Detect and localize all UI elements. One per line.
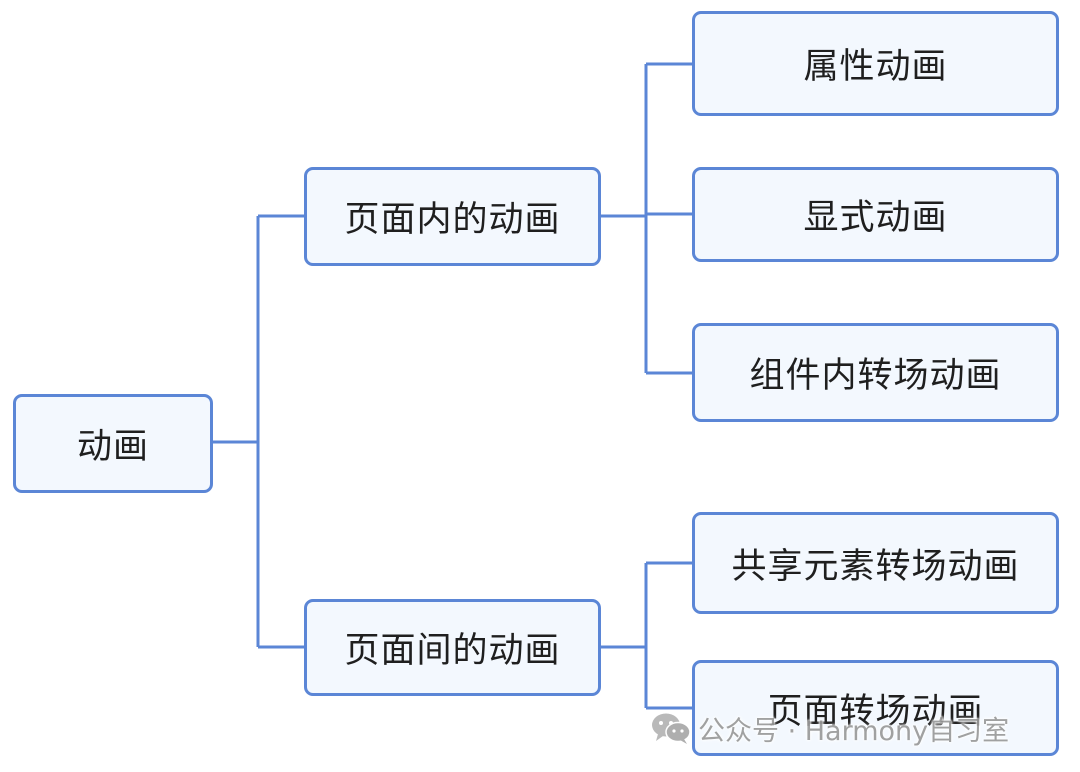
node-in-page-animation: 页面内的动画 xyxy=(304,167,601,266)
watermark-text: 公众号 · Harmony自习室 xyxy=(698,715,1010,747)
node-label: 动画 xyxy=(76,427,149,467)
watermark: 公众号 · Harmony自习室 xyxy=(650,705,1009,751)
node-label: 共享元素转场动画 xyxy=(731,546,1020,587)
node-page-transition-animation: 页面转场动画 xyxy=(692,660,1059,756)
node-root: 动画 xyxy=(13,394,213,493)
node-component-transition-animation: 组件内转场动画 xyxy=(692,323,1059,422)
connector-in-page-to-children xyxy=(601,62,692,375)
node-explicit-animation: 显式动画 xyxy=(692,167,1059,262)
node-property-animation: 属性动画 xyxy=(692,11,1059,116)
connector-root-to-branches xyxy=(213,214,304,649)
node-label: 页面间的动画 xyxy=(344,631,561,671)
node-label: 组件内转场动画 xyxy=(749,356,1002,396)
node-label: 页面转场动画 xyxy=(767,691,984,732)
node-label: 页面内的动画 xyxy=(344,200,561,240)
node-label: 显式动画 xyxy=(803,198,948,238)
node-label: 属性动画 xyxy=(803,47,948,87)
node-shared-element-transition-animation: 共享元素转场动画 xyxy=(692,512,1059,614)
wechat-icon xyxy=(652,713,691,744)
connector-between-pages-to-children xyxy=(601,561,692,710)
node-between-pages-animation: 页面间的动画 xyxy=(304,599,601,696)
